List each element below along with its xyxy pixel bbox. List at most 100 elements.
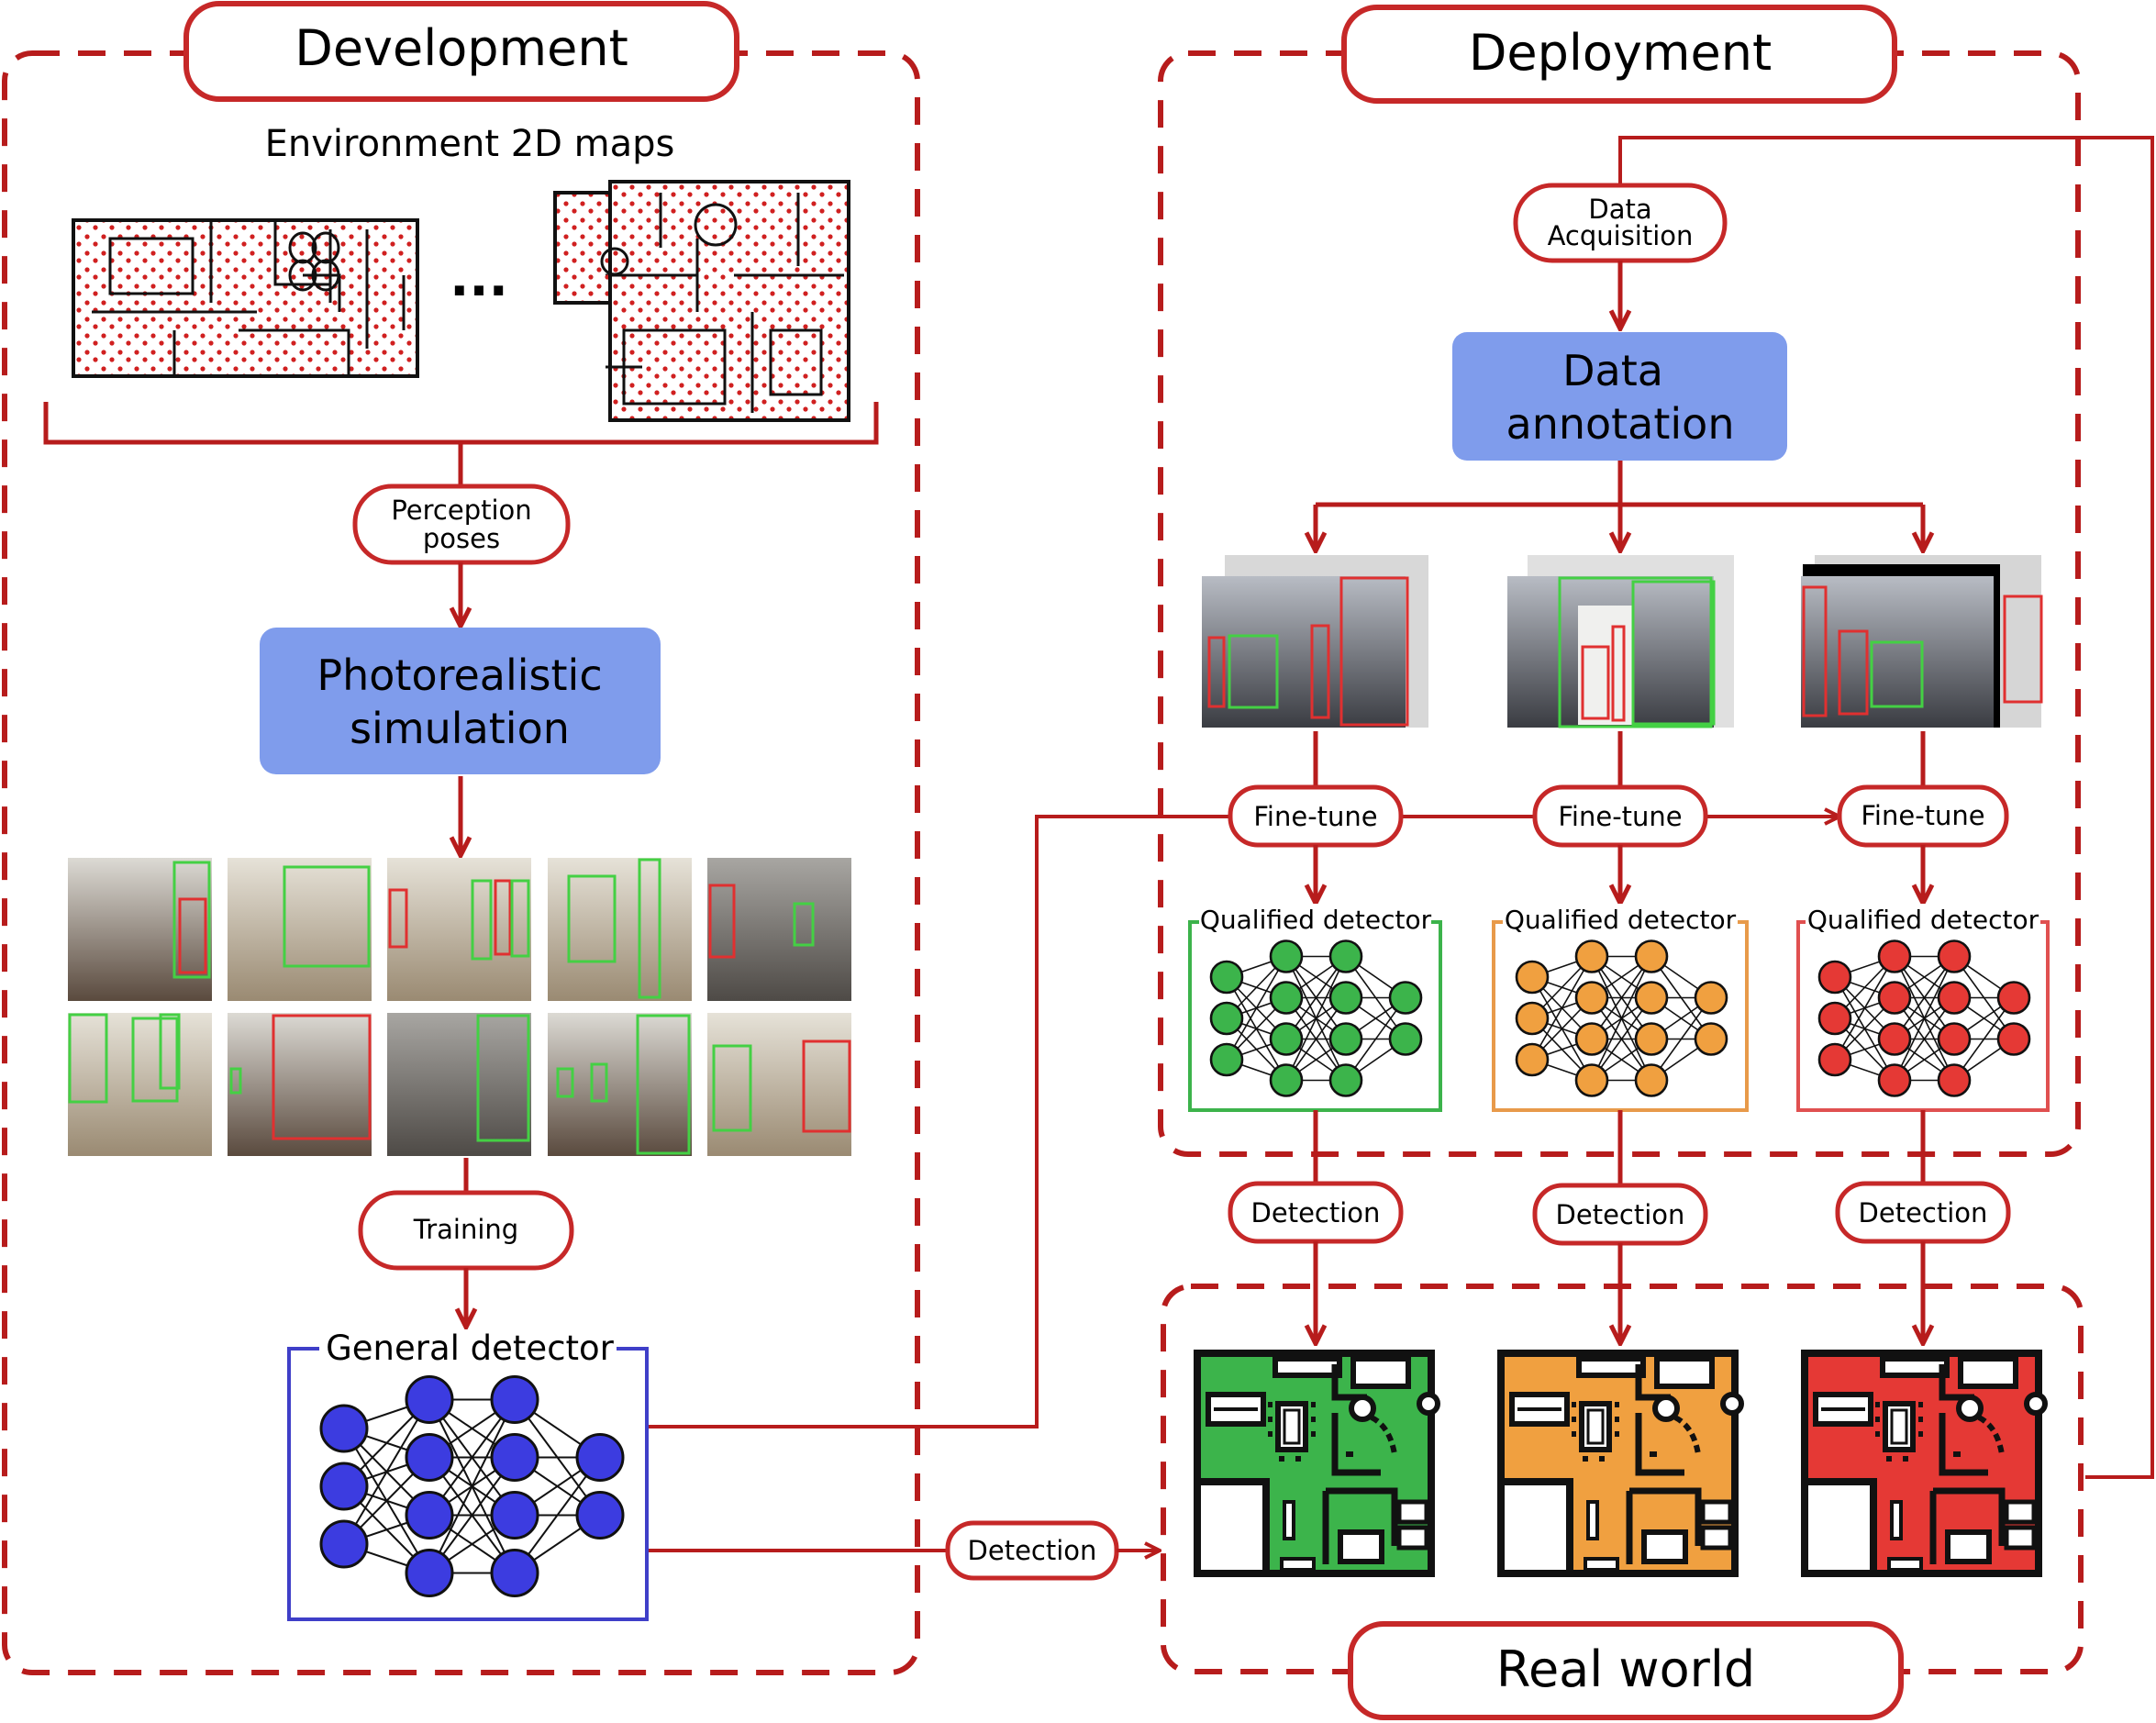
feedback-loop xyxy=(1618,136,2154,1479)
annotation-label-1: Data xyxy=(1562,346,1663,395)
network-node xyxy=(1388,1022,1423,1056)
network-node xyxy=(1634,981,1669,1015)
floorplan-shape xyxy=(1586,1408,1605,1445)
general-neural-network xyxy=(319,1375,625,1597)
network-node xyxy=(1694,981,1728,1015)
qualified-detector-red: Qualified detector xyxy=(1796,904,2050,1112)
floorplan-shape xyxy=(1929,1487,2006,1564)
maps-label: Environment 2D maps xyxy=(265,123,675,165)
network-edge xyxy=(1285,956,1347,1081)
acquisition-label-1: Data xyxy=(1588,194,1651,225)
floorplan-shape xyxy=(1890,1500,1903,1540)
floorplan-shape xyxy=(1396,1499,1429,1525)
annotation-label-2: annotation xyxy=(1506,399,1735,449)
floorplan-shape xyxy=(1272,1356,1342,1378)
network-node xyxy=(1209,960,1244,995)
floorplan-shape xyxy=(1956,1395,1984,1422)
network-node xyxy=(1574,939,1609,973)
finetune-node-1: Fine-tune xyxy=(1228,784,1404,848)
floorplan-shape xyxy=(1887,1557,1923,1572)
network-node xyxy=(1269,981,1304,1015)
network-node xyxy=(1209,1001,1244,1036)
network-node xyxy=(1269,939,1304,973)
finetune-label: Fine-tune xyxy=(1861,800,1984,831)
sim-image xyxy=(228,858,372,1001)
perception-label-2: poses xyxy=(423,523,500,554)
network-node xyxy=(405,1549,454,1597)
detection-label: Detection xyxy=(1556,1199,1685,1230)
network-node xyxy=(575,1491,625,1540)
development-panel: Development Environment 2D maps ... Perc… xyxy=(2,1,920,1675)
network-edge xyxy=(1345,997,1406,1081)
detection-label: Detection xyxy=(1251,1197,1381,1228)
floorplan-shape xyxy=(1654,1356,1715,1389)
network-node xyxy=(1877,981,1912,1015)
network-node xyxy=(1574,981,1609,1015)
network-node xyxy=(1877,1022,1912,1056)
green-neural-network xyxy=(1209,939,1423,1097)
network-node xyxy=(1877,939,1912,973)
qualified-detector-green: Qualified detector xyxy=(1188,904,1442,1112)
floorplan-shape xyxy=(1700,1499,1733,1525)
network-node xyxy=(1996,1022,2031,1056)
network-edge xyxy=(1531,956,1593,1061)
finetune-node-3: Fine-tune xyxy=(1837,784,2009,848)
detection-node-2: Detection xyxy=(1532,1183,1708,1246)
floorplan-shape xyxy=(1626,1487,1702,1564)
network-node xyxy=(1817,1001,1852,1036)
floorplan-shape xyxy=(1720,1392,1744,1416)
qualified-detector-label: Qualified detector xyxy=(1505,905,1737,935)
network-node xyxy=(1937,981,1972,1015)
network-node xyxy=(1328,1063,1363,1097)
floorplan-shape xyxy=(1650,1415,1701,1457)
real-image-stack-1 xyxy=(1202,555,1428,728)
finetune-label: Fine-tune xyxy=(1253,801,1377,832)
deployment-title: Deployment xyxy=(1469,24,1772,82)
network-node xyxy=(490,1433,539,1482)
general-detector: General detector xyxy=(287,1328,649,1621)
maps-ellipsis: ... xyxy=(450,249,508,308)
network-edge xyxy=(1953,997,2015,1081)
floorplan-shape xyxy=(1268,1402,1316,1462)
floorplan-shape xyxy=(1338,1529,1384,1564)
development-title-box xyxy=(183,1,739,102)
network-node xyxy=(1634,939,1669,973)
network-node xyxy=(1574,1063,1609,1097)
network-edge xyxy=(343,1398,430,1545)
sim-image xyxy=(707,1013,851,1156)
sim-image xyxy=(548,858,692,1001)
network-node xyxy=(319,1519,369,1569)
floorplan-shape xyxy=(1280,1557,1316,1572)
floorplan-shape xyxy=(1586,1500,1599,1540)
network-edge xyxy=(1834,956,1895,1061)
network-edge xyxy=(1894,997,1955,1081)
network-node xyxy=(405,1491,454,1540)
sim-image xyxy=(707,858,851,1001)
qualified-detector-orange: Qualified detector xyxy=(1492,904,1749,1112)
network-node xyxy=(575,1433,625,1482)
floorplan-shape xyxy=(1417,1392,1440,1416)
network-edge xyxy=(1591,956,1652,1081)
floorplan-shape xyxy=(1572,1402,1619,1462)
network-node xyxy=(1817,960,1852,995)
real-image-stack-3 xyxy=(1801,555,2043,728)
floorplan-shape xyxy=(1880,1356,1950,1378)
floorplan-shape xyxy=(1700,1525,1733,1551)
network-node xyxy=(319,1404,369,1453)
real-world-floorplan-red xyxy=(1801,1350,2048,1577)
detection-node-3: Detection xyxy=(1835,1181,2011,1244)
floorplan-shape xyxy=(2024,1392,2048,1416)
network-node xyxy=(1634,1063,1669,1097)
floor-plan-map-1 xyxy=(72,218,419,378)
simulated-images-grid xyxy=(68,858,851,1156)
general-detection-label: Detection xyxy=(968,1535,1097,1566)
qualified-detector-label: Qualified detector xyxy=(1200,905,1432,935)
network-node xyxy=(1269,1063,1304,1097)
detection-label: Detection xyxy=(1859,1197,1988,1228)
network-edge xyxy=(428,1399,516,1573)
real-world-floorplan-orange xyxy=(1497,1350,1744,1577)
network-node xyxy=(490,1491,539,1540)
network-node xyxy=(1937,1022,1972,1056)
network-edge xyxy=(1591,956,1652,1039)
